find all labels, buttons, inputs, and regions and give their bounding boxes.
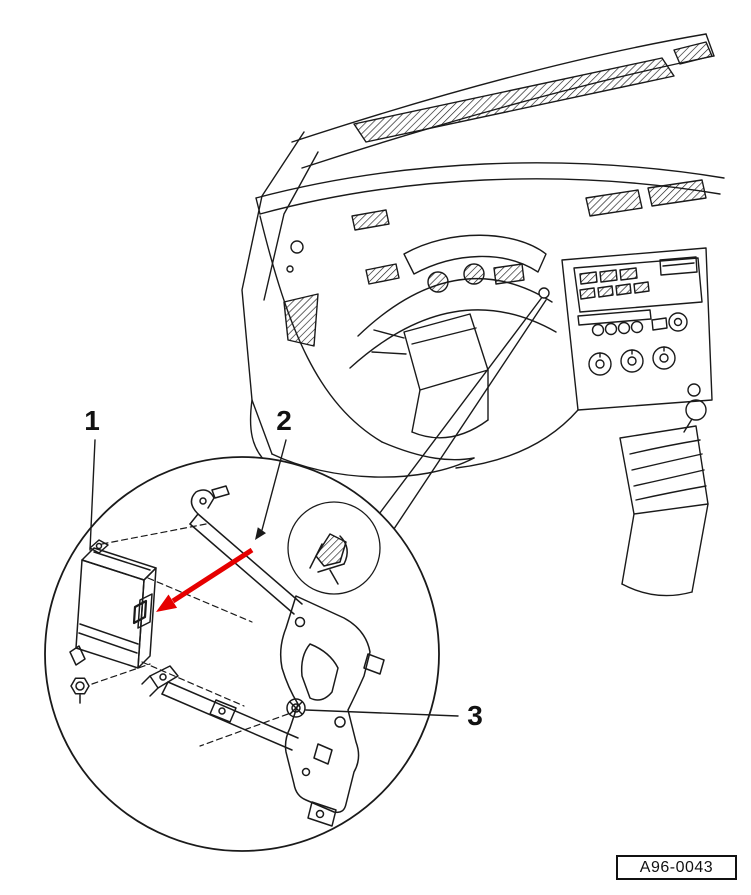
- callout-2-label: 2: [276, 405, 292, 436]
- bracket-lower-arm: [141, 665, 299, 751]
- mounting-bracket-plate: [279, 595, 385, 827]
- connector-latch: [132, 599, 148, 625]
- clip-cross-section: [315, 533, 347, 567]
- mounting-nut: [70, 677, 90, 704]
- location-marker-dot: [538, 287, 550, 299]
- bracket-upper-arm: [189, 485, 303, 615]
- shift-knob: [685, 399, 707, 421]
- leader-line-1: [89, 439, 96, 551]
- location-pointer: [351, 287, 550, 569]
- leader-arrowhead-2: [255, 527, 266, 540]
- callout-3-label: 3: [467, 700, 483, 731]
- control-module: [69, 539, 157, 669]
- console-lower-body: [455, 409, 709, 597]
- a-pillar-door: [241, 131, 319, 463]
- figure-code-box: A96-0043: [616, 855, 737, 880]
- climate-dials: [588, 346, 676, 376]
- audi-rings-logo: [591, 320, 644, 337]
- air-vents: [351, 179, 707, 285]
- detail-circle: [44, 456, 440, 852]
- dashboard-drawing: [241, 33, 725, 597]
- callout-leader-lines: [89, 439, 459, 717]
- retaining-hook: [190, 489, 215, 515]
- gear-shifter: [619, 399, 709, 515]
- red-arrowhead: [156, 594, 178, 612]
- fastening-screw: [286, 698, 306, 718]
- alignment-dashed-lines: [91, 523, 289, 747]
- red-direction-arrow: [156, 547, 254, 612]
- detail-circle-content: [69, 485, 385, 827]
- callout-1-label: 1: [84, 405, 100, 436]
- center-console: [561, 247, 713, 411]
- steering-column: [349, 277, 557, 439]
- instrument-cluster: [403, 234, 547, 293]
- speaker-grille: [283, 293, 319, 347]
- figure-code-text: A96-0043: [639, 858, 714, 876]
- module-connector: [137, 593, 153, 629]
- leader-line-3: [305, 709, 459, 717]
- under-dash-contour: [259, 215, 475, 478]
- leader-line-2: [261, 439, 287, 531]
- inset-detail-circle: [287, 501, 381, 595]
- windshield-cowl: [291, 33, 715, 169]
